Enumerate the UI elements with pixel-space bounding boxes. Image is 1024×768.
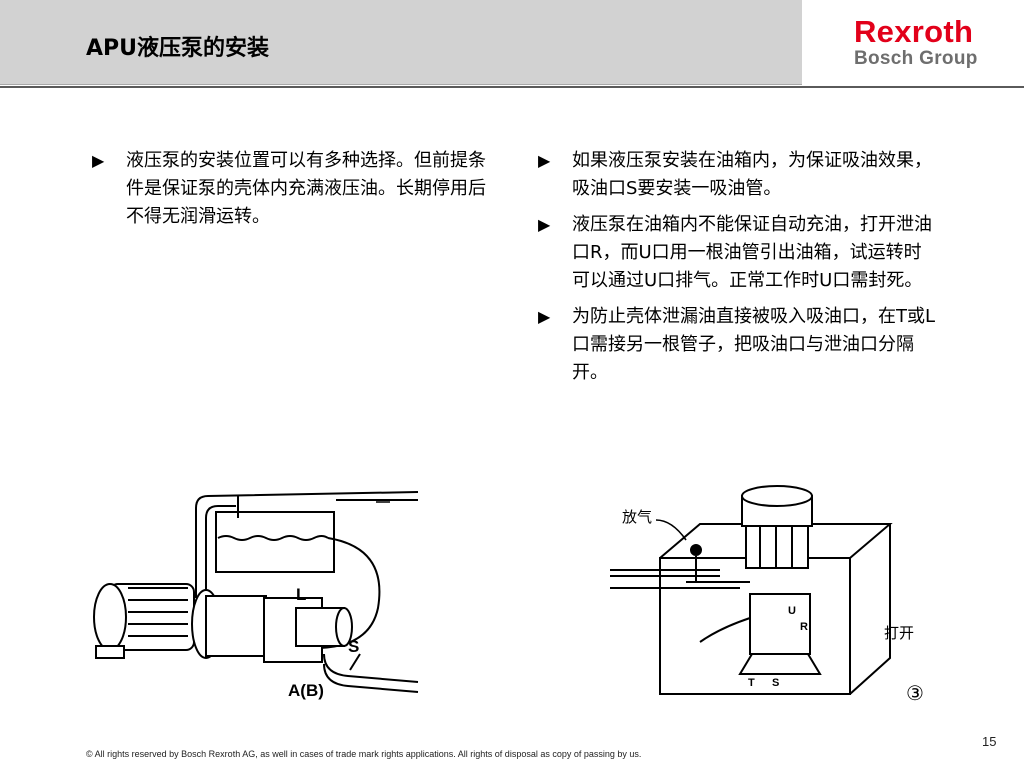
bullet-item: ▶ 为防止壳体泄漏油直接被吸入吸油口，在T或L口需接另一根管子，把吸油口与泄油口… xyxy=(538,303,938,387)
slide-title: APU液压泵的安装 xyxy=(86,36,270,61)
triangle-right-icon: ▶ xyxy=(538,307,551,326)
logo-rexroth-text: Rexroth xyxy=(854,14,974,49)
label-num: ③ xyxy=(906,681,924,705)
label-s: S xyxy=(348,637,359,656)
bullet-text: 液压泵在油箱内不能保证自动充油，打开泄油口R，而U口用一根油管引出油箱，试运转时… xyxy=(572,214,932,291)
bullet-item: ▶ 液压泵的安装位置可以有多种选择。但前提条件是保证泵的壳体内充满液压油。长期停… xyxy=(92,147,492,231)
header-divider xyxy=(0,86,1024,88)
rexroth-logo: Rexroth Bosch Group xyxy=(806,0,1024,84)
triangle-right-icon: ▶ xyxy=(92,151,105,170)
pump-motor-drawing: L S A(B) xyxy=(93,491,419,700)
label-open: 打开 xyxy=(884,624,914,642)
pump-in-tank-illustration: 放气 打开 U R T S ③ xyxy=(600,478,940,714)
pump-in-tank-drawing: 放气 打开 U R T S ③ xyxy=(610,485,924,705)
label-u: U xyxy=(788,605,796,617)
triangle-right-icon: ▶ xyxy=(538,151,551,170)
triangle-right-icon: ▶ xyxy=(538,215,551,234)
right-bullet-list: ▶ 如果液压泵安装在油箱内，为保证吸油效果，吸油口S要安装一吸油管。 ▶ 液压泵… xyxy=(538,147,938,395)
label-s: S xyxy=(772,677,779,689)
bullet-text: 为防止壳体泄漏油直接被吸入吸油口，在T或L口需接另一根管子，把吸油口与泄油口分隔… xyxy=(572,306,936,383)
page-number: 15 xyxy=(982,734,997,749)
header-band xyxy=(0,0,802,85)
left-bullet-list: ▶ 液压泵的安装位置可以有多种选择。但前提条件是保证泵的壳体内充满液压油。长期停… xyxy=(92,147,492,239)
label-ab: A(B) xyxy=(288,681,324,700)
logo-bosch-group-text: Bosch Group xyxy=(854,48,978,69)
footer-copyright: © All rights reserved by Bosch Rexroth A… xyxy=(86,749,642,759)
label-vent: 放气 xyxy=(622,508,652,526)
bullet-item: ▶ 液压泵在油箱内不能保证自动充油，打开泄油口R，而U口用一根油管引出油箱，试运… xyxy=(538,211,938,295)
label-t: T xyxy=(748,677,755,689)
bullet-text: 如果液压泵安装在油箱内，为保证吸油效果，吸油口S要安装一吸油管。 xyxy=(572,150,932,199)
bullet-item: ▶ 如果液压泵安装在油箱内，为保证吸油效果，吸油口S要安装一吸油管。 xyxy=(538,147,938,203)
label-r: R xyxy=(800,621,808,633)
label-l: L xyxy=(296,585,306,604)
pump-motor-illustration: L S A(B) xyxy=(88,478,428,710)
bullet-text: 液压泵的安装位置可以有多种选择。但前提条件是保证泵的壳体内充满液压油。长期停用后… xyxy=(126,150,486,227)
